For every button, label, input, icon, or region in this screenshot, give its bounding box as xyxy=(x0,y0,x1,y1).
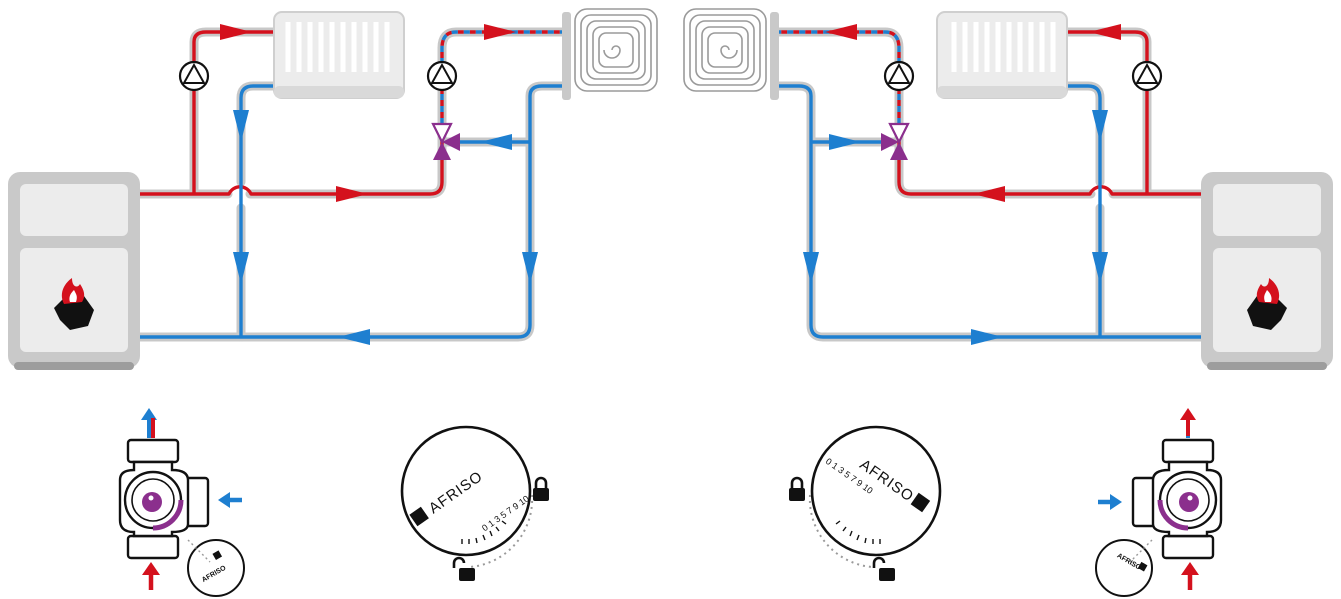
left-hot-arrow-1 xyxy=(220,24,252,40)
right-cold-arrow-1 xyxy=(1092,110,1108,142)
left-radiator xyxy=(274,12,404,98)
left-adjustment-dial: AFRISO 0 1 3 5 7 9 10 xyxy=(400,425,534,568)
left-heating-system xyxy=(8,8,658,370)
left-lock-closed-icon xyxy=(531,476,551,503)
left-boiler xyxy=(8,172,140,370)
left-lock-open-icon xyxy=(452,556,477,583)
left-hot-arrow-2 xyxy=(336,186,368,202)
left-valve-body xyxy=(118,438,210,560)
left-small-dial: AFRISO xyxy=(187,539,245,597)
right-valve-body xyxy=(1131,438,1223,560)
left-valve-flow-arrows xyxy=(141,408,242,590)
right-lock-closed-icon xyxy=(787,476,807,503)
right-hot-arrow-3 xyxy=(825,24,857,40)
right-lock-open-icon xyxy=(872,556,897,583)
right-cold-arrow-5 xyxy=(829,134,861,150)
right-valve-flow-arrows xyxy=(1098,408,1199,590)
left-cold-arrow-4 xyxy=(338,329,370,345)
right-pump-2-icon xyxy=(883,60,915,92)
left-cold-arrow-5 xyxy=(480,134,512,150)
right-cold-arrow-4 xyxy=(971,329,1003,345)
right-hot-radiator-pipe xyxy=(1066,30,1149,194)
left-hot-arrow-3 xyxy=(484,24,516,40)
left-hot-radiator-pipe xyxy=(192,30,275,194)
right-floor-heating-coil xyxy=(683,8,779,100)
left-pump-1-icon xyxy=(178,60,210,92)
right-cold-arrow-3 xyxy=(803,252,819,284)
right-hot-arrow-2 xyxy=(973,186,1005,202)
left-pump-2-icon xyxy=(426,60,458,92)
left-hot-supply-pipe xyxy=(140,142,444,196)
right-hot-supply-pipe xyxy=(897,142,1201,196)
right-boiler xyxy=(1201,172,1333,370)
right-pump-1-icon xyxy=(1131,60,1163,92)
right-adjustment-dial: AFRISO 0 1 3 5 7 9 10 xyxy=(808,425,942,568)
right-cold-return-pipe xyxy=(778,84,1201,339)
left-floor-heating-coil xyxy=(562,8,658,100)
left-mixing-valve-icon xyxy=(431,122,462,162)
right-mixing-valve-icon xyxy=(879,122,910,162)
right-hot-arrow-1 xyxy=(1089,24,1121,40)
left-cold-arrow-1 xyxy=(233,110,249,142)
right-radiator xyxy=(937,12,1067,98)
left-cold-arrow-2 xyxy=(233,252,249,284)
left-cold-return-pipe xyxy=(140,84,563,339)
right-heating-system xyxy=(683,8,1333,370)
right-cold-arrow-2 xyxy=(1092,252,1108,284)
right-small-dial: AFRISO xyxy=(1095,539,1153,597)
left-cold-arrow-3 xyxy=(522,252,538,284)
